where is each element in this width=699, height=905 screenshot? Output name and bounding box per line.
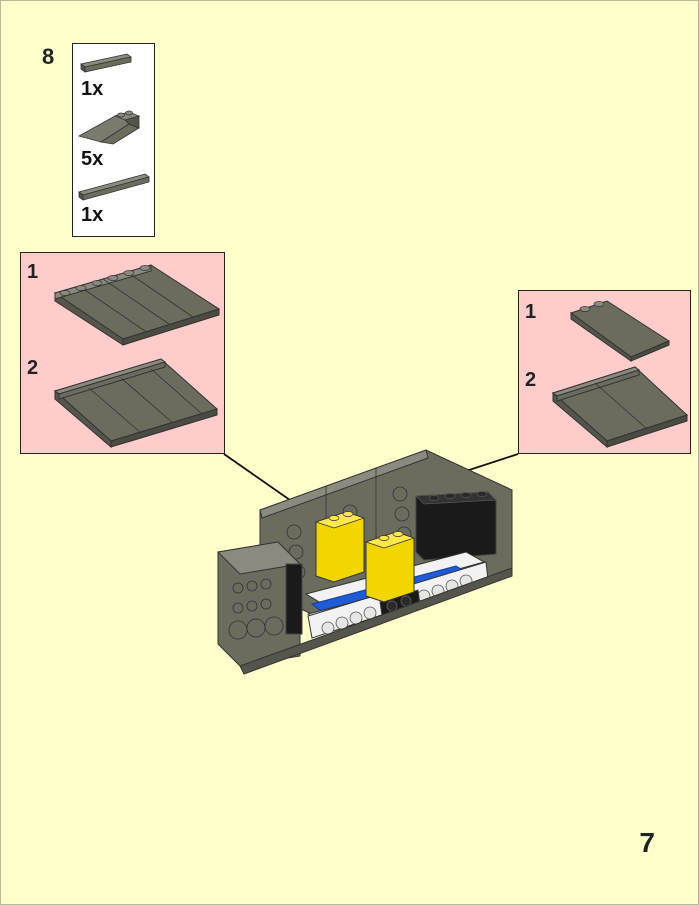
page-number: 7 (639, 827, 655, 858)
dark-gray-plate-1x6-icon (78, 173, 150, 201)
slope-row-icon (53, 264, 221, 346)
part-count: 1x (81, 78, 104, 100)
callout-left: 1 2 (20, 252, 225, 454)
callout-right: 1 2 (518, 290, 691, 454)
callout-step-label: 1 (525, 301, 537, 323)
single-slope-icon (569, 300, 671, 362)
callout-step-label: 1 (27, 261, 39, 283)
double-slope-with-plate-icon (551, 366, 688, 449)
callout-step-label: 2 (525, 369, 537, 391)
callout-step-label: 2 (27, 357, 39, 379)
part-count: 1x (81, 204, 104, 226)
step-number: 8 (42, 44, 55, 69)
part-count: 5x (81, 148, 104, 170)
main-model-assembly (216, 449, 513, 675)
slope-row-with-plate-icon (53, 358, 218, 449)
dark-gray-plate-1x4-icon (80, 53, 132, 73)
dark-gray-slope-brick-icon (77, 110, 141, 145)
parts-list: 1x 5x 1x (72, 43, 155, 237)
